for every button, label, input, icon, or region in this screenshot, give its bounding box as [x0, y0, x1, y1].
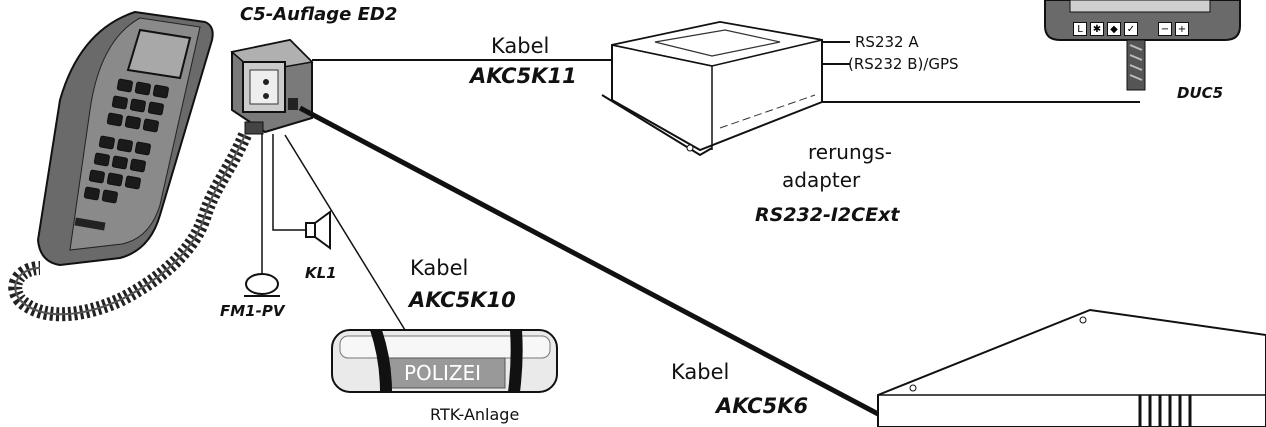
rs232-b-label: (RS232 B)/GPS — [848, 55, 959, 73]
key-l-icon: L — [1073, 22, 1087, 36]
cable-mid-model: AKC5K10 — [409, 288, 516, 312]
rtk-label: RTK-Anlage — [430, 405, 520, 424]
duc5-display-unit — [1044, 0, 1241, 91]
cable-akc5k10-line — [284, 134, 406, 331]
rs232-a-label: RS232 A — [855, 33, 919, 51]
key-diamond-icon: ◆ — [1107, 22, 1121, 36]
kl1-speaker-icon — [305, 210, 331, 250]
rs232-adapter-box — [601, 20, 823, 157]
key-star-icon: ✱ — [1090, 22, 1104, 36]
key-check-icon: ✓ — [1124, 22, 1138, 36]
adapter-model: RS232-I2CExt — [755, 204, 900, 226]
duc5-keypad: L ✱ ◆ ✓ − + — [1073, 22, 1189, 36]
fm1-microphone-icon — [244, 273, 280, 297]
fm1-label: FM1-PV — [220, 302, 285, 320]
cradle-label: C5-Auflage ED2 — [240, 4, 398, 25]
cable-top-model: AKC5K11 — [470, 64, 577, 88]
cable-top-word: Kabel — [491, 34, 550, 58]
adapter-line1: rerungs- — [808, 140, 892, 164]
cable-low-model: AKC5K6 — [716, 394, 809, 418]
handset-microphone — [8, 10, 252, 322]
key-plus-icon: + — [1175, 22, 1189, 36]
cable-akc5k6-line — [298, 105, 882, 418]
control-unit-box — [877, 308, 1266, 427]
cable-mid-word: Kabel — [410, 256, 469, 280]
adapter-line2: adapter — [782, 168, 861, 192]
kl1-label: KL1 — [305, 264, 337, 282]
polizei-text: POLIZEI — [404, 361, 482, 385]
cable-low-word: Kabel — [671, 360, 730, 384]
key-minus-icon: − — [1158, 22, 1172, 36]
duc5-label: DUC5 — [1177, 84, 1224, 102]
cradle-c5-auflage — [230, 38, 314, 135]
polizei-lightbar — [331, 329, 558, 393]
